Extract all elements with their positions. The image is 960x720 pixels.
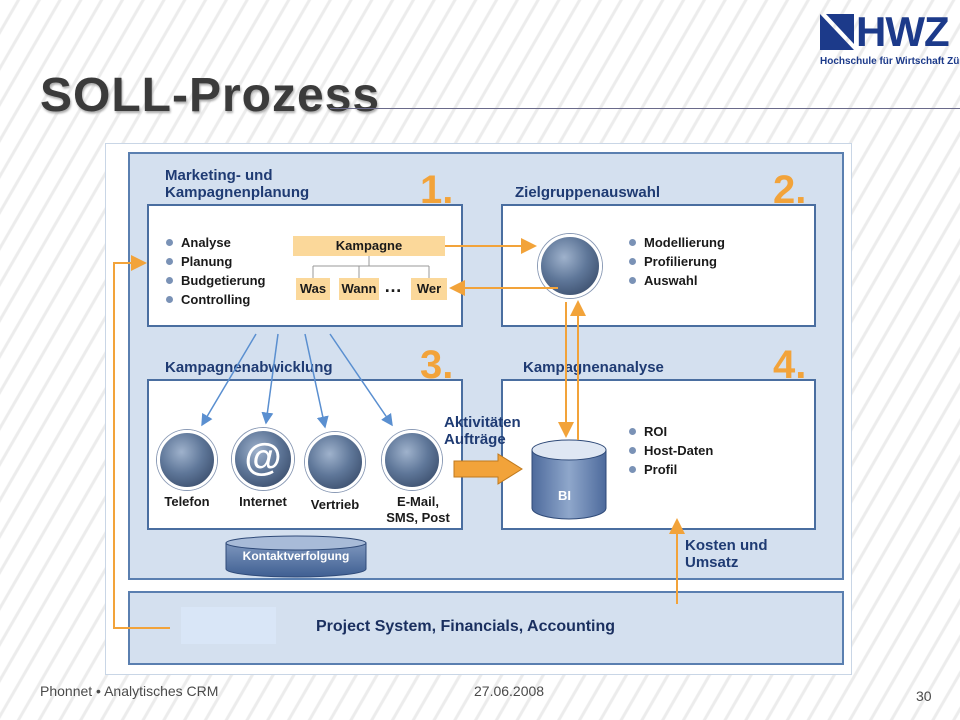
section-2-bullets: Modellierung Profilierung Auswahl	[628, 233, 725, 290]
channel-label-email: E-Mail, SMS, Post	[378, 494, 458, 526]
campaign-tree-lines	[312, 256, 430, 278]
page-title: SOLL-Prozess	[40, 69, 381, 122]
sales-people-icon	[305, 432, 365, 492]
list-item: Auswahl	[628, 271, 725, 290]
email-icon	[382, 430, 442, 490]
campaign-item-ellipsis: …	[384, 276, 402, 296]
section-4-number: 4.	[773, 343, 807, 387]
costs-line1: Kosten und	[685, 537, 768, 554]
campaign-bar: Kampagne	[293, 236, 445, 256]
bottom-label: Project System, Financials, Accounting	[316, 618, 616, 635]
list-item: Controlling	[165, 290, 266, 309]
arrow-planning-to-telefon	[201, 333, 257, 427]
hwz-logo-subtitle: Hochschule für Wirtschaft Zürich	[820, 56, 960, 67]
channel-label-internet: Internet	[239, 494, 287, 509]
section-4-bullets: ROI Host-Daten Profil	[628, 422, 713, 479]
activities-label: Aktivitäten Aufträge	[444, 414, 521, 448]
list-item: Planung	[165, 252, 266, 271]
section-1-title-line2: Kampagnenplanung	[165, 184, 310, 201]
arrow-planning-to-internet	[261, 333, 279, 425]
list-item: Budgetierung	[165, 271, 266, 290]
list-item: Profil	[628, 460, 713, 479]
hwz-logo: HWZ	[856, 8, 950, 55]
title-rule	[330, 108, 960, 109]
section-2-title: Zielgruppenauswahl	[515, 184, 661, 201]
arrow-planning-to-vertrieb	[304, 333, 329, 429]
costs-line2: Umsatz	[685, 554, 739, 571]
bi-database-icon	[531, 439, 607, 520]
arrow-planning-to-email	[329, 333, 393, 427]
section-2-number: 2.	[773, 168, 807, 212]
target-group-icon	[538, 234, 602, 298]
section-3-title: Kampagnenabwicklung	[165, 359, 333, 376]
activities-line1: Aktivitäten	[444, 414, 521, 431]
costs-label: Kosten und Umsatz	[685, 537, 768, 571]
bottom-panel	[128, 591, 844, 665]
list-item: Host-Daten	[628, 441, 713, 460]
channel-label-telefon: Telefon	[164, 494, 210, 509]
section-3-number: 3.	[420, 343, 454, 387]
contact-tracking-label: Kontaktverfolgung	[242, 549, 350, 563]
list-item: Profilierung	[628, 252, 725, 271]
list-item: ROI	[628, 422, 713, 441]
activities-arrow-icon	[453, 453, 523, 485]
channel-label-vertrieb: Vertrieb	[310, 497, 360, 512]
channel-label-email-line1: E-Mail,	[397, 494, 439, 509]
arrow-feedback-loop	[113, 255, 170, 629]
bi-label: BI	[558, 488, 571, 503]
section-1-title-line1: Marketing- und	[165, 167, 273, 184]
list-item: Modellierung	[628, 233, 725, 252]
footer-date: 27.06.2008	[474, 683, 545, 699]
campaign-item-wer: Wer	[411, 278, 447, 300]
footer-left: Phonnet • Analytisches CRM	[40, 683, 219, 699]
at-sign-icon: @	[232, 428, 294, 490]
section-1-number: 1.	[420, 168, 454, 212]
bottom-placeholder-box	[181, 607, 276, 644]
campaign-item-wann: Wann	[339, 278, 379, 300]
phone-icon	[157, 430, 217, 490]
channel-label-email-line2: SMS, Post	[386, 510, 450, 525]
contact-tracking-cylinder-icon	[225, 535, 367, 578]
list-item: Analyse	[165, 233, 266, 252]
activities-line2: Aufträge	[444, 431, 506, 448]
campaign-item-was: Was	[296, 278, 330, 300]
hwz-logo-mark-icon	[820, 14, 854, 50]
section-4-title: Kampagnenanalyse	[523, 359, 664, 376]
section-1-bullets: Analyse Planung Budgetierung Controlling	[165, 233, 266, 309]
page-number: 30	[916, 688, 932, 704]
section-1-title: Marketing- und Kampagnenplanung	[165, 167, 309, 201]
